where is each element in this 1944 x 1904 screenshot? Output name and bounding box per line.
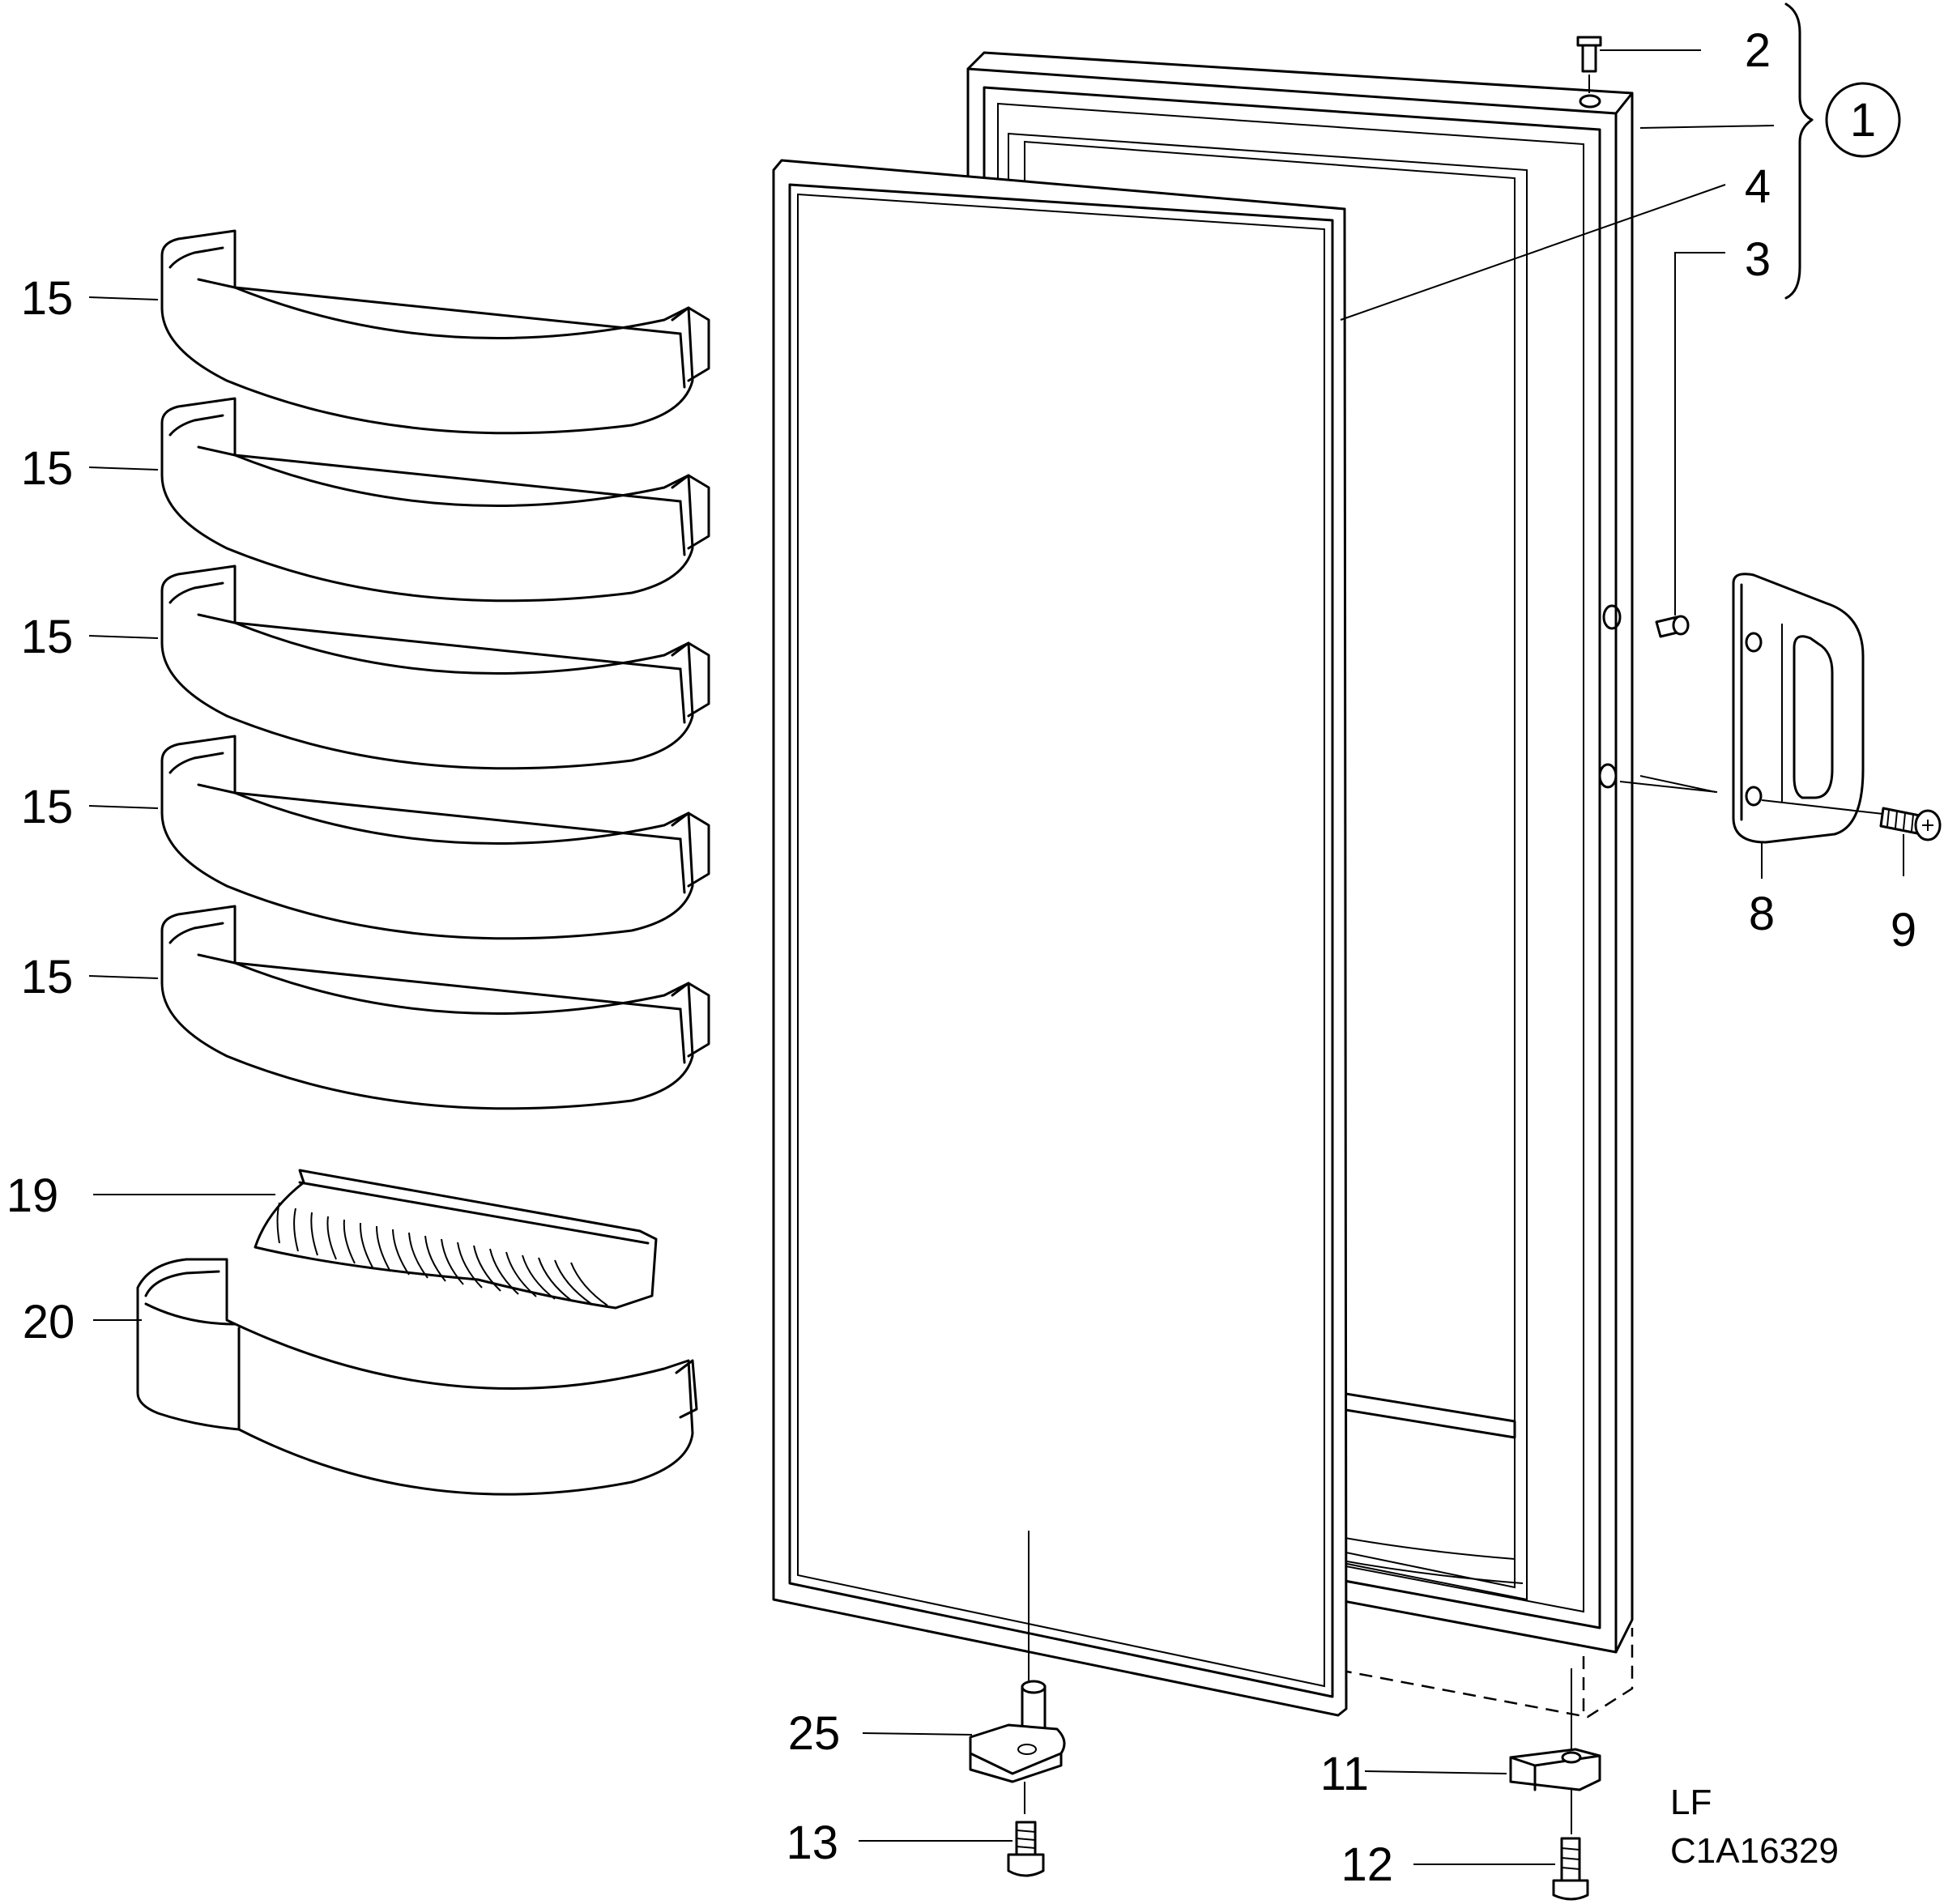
side-screw [1655, 252, 1725, 638]
door-shelves [160, 229, 710, 1110]
assembly-circle [1825, 82, 1901, 158]
label-15-shelf-2: 15 [21, 442, 74, 495]
top-screw [1576, 36, 1602, 93]
lower-hinge [969, 1531, 1066, 1814]
label-20: 20 [23, 1296, 75, 1348]
label-2: 2 [1745, 24, 1771, 77]
shelf-5 [160, 905, 710, 1110]
upper-hinge [1509, 1668, 1601, 1834]
shelf-3 [160, 564, 710, 770]
bottom-bottle-shelf [136, 1258, 698, 1496]
label-11: 11 [1320, 1748, 1369, 1800]
leader-lines [88, 49, 1775, 1865]
label-15-shelf-5: 15 [21, 951, 74, 1003]
hinge-screw-right [1552, 1837, 1589, 1901]
label-15-shelf-3: 15 [21, 611, 74, 663]
drawing-code-line-1: LF [1670, 1783, 1712, 1822]
label-assembly-1: 1 [1850, 94, 1876, 147]
shelf-1 [160, 229, 710, 435]
label-8: 8 [1749, 888, 1775, 940]
label-15-shelf-4: 15 [21, 781, 74, 833]
shelf-4 [160, 735, 710, 940]
bottle-divider [254, 1169, 658, 1310]
label-12: 12 [1341, 1838, 1393, 1891]
label-19: 19 [6, 1169, 59, 1222]
assembly-brace [1784, 2, 1814, 300]
shelf-2 [160, 397, 710, 603]
label-13: 13 [786, 1817, 838, 1869]
label-4: 4 [1745, 160, 1771, 213]
label-25: 25 [788, 1707, 841, 1760]
label-15-shelf-1: 15 [21, 272, 74, 325]
drawing-code-line-2: C1A16329 [1670, 1831, 1839, 1871]
door-handle [1619, 573, 1884, 844]
label-3: 3 [1745, 233, 1771, 286]
handle-screw [1879, 807, 1942, 876]
label-9: 9 [1891, 904, 1916, 956]
hinge-screw-left [1007, 1821, 1045, 1877]
door-gasket [772, 159, 1348, 1717]
